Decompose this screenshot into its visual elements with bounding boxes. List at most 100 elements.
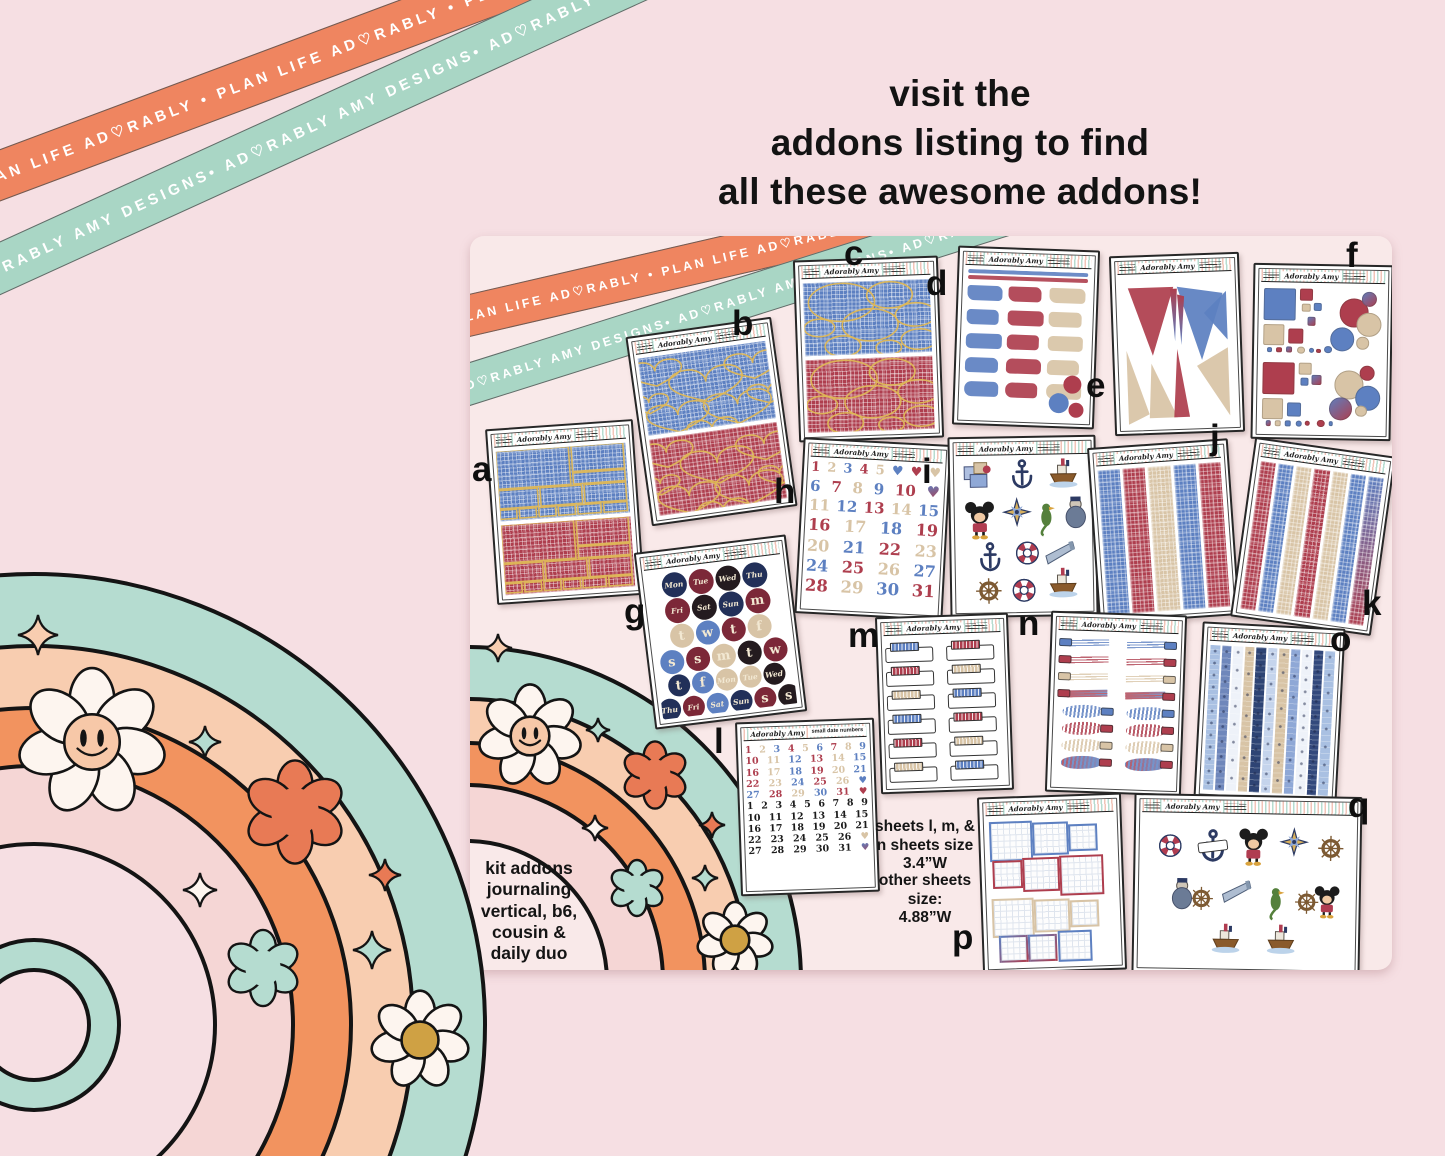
sheet-e: Adorably Amy xyxy=(1108,251,1246,437)
header-squiggle xyxy=(967,254,984,262)
sheet-header: Adorably Amy xyxy=(1261,268,1386,285)
header-squiggle xyxy=(724,548,747,557)
header-squiggle xyxy=(636,342,654,351)
header-squiggle xyxy=(495,436,513,444)
brand-script-logo: Adorably Amy xyxy=(663,549,723,566)
header-squiggle xyxy=(1177,449,1200,457)
brand-script-logo: Adorably Amy xyxy=(655,332,715,350)
sheet-content xyxy=(1119,275,1236,427)
sheet-content xyxy=(885,636,1005,785)
sheet-content xyxy=(802,278,935,434)
sheet-content xyxy=(957,457,1090,609)
header-squiggle xyxy=(1067,802,1090,810)
header-squiggle xyxy=(1119,264,1136,271)
note-kit-addons: kit addons journaling vertical, b6, cous… xyxy=(480,858,578,964)
header-squiggle xyxy=(1224,803,1247,810)
brand-script-logo: Adorably Amy xyxy=(514,430,574,444)
sheet-header: Adorably Amy xyxy=(965,251,1092,270)
sheet-label-g: g xyxy=(624,592,646,631)
header-squiggle xyxy=(892,450,916,459)
header-squiggle xyxy=(1263,447,1280,456)
sheet-b: Adorably Amy xyxy=(625,316,798,527)
sheet-label-b: b xyxy=(732,304,754,343)
brand-script-logo: Adorably Amy xyxy=(1006,802,1065,814)
sheet-label-q: q xyxy=(1348,786,1370,825)
header-squiggle xyxy=(575,430,599,439)
header-squiggle xyxy=(1292,635,1315,643)
header-squiggle xyxy=(883,265,906,273)
brand-script-logo: Adorably Amy xyxy=(986,254,1046,266)
headline-line-3: all these awesome addons! xyxy=(717,170,1203,212)
sheet-label-m: m xyxy=(848,616,880,655)
header-squiggle xyxy=(1211,630,1229,638)
headline: visit the addons listing to find all the… xyxy=(620,70,1300,216)
sheet-o: Adorably Amy xyxy=(1193,621,1346,806)
brand-script-logo: Adorably Amy xyxy=(1281,448,1341,466)
sheet-label-c: c xyxy=(844,236,864,273)
sheet-label-o: o xyxy=(1330,620,1352,659)
brand-script-logo: Adorably Amy xyxy=(1116,449,1176,463)
header-squiggle xyxy=(803,268,820,276)
sheet-content xyxy=(987,816,1118,965)
sheet-label-a: a xyxy=(472,450,492,489)
sheet-c: Adorably Amy xyxy=(792,255,945,443)
sheet-label-d: d xyxy=(926,264,948,303)
header-squiggle xyxy=(1097,455,1114,463)
sheet-label-i: i xyxy=(922,452,932,491)
header-squiggle xyxy=(1060,620,1077,627)
sheet-title: small date numbers xyxy=(809,725,866,737)
sheet-content xyxy=(1202,644,1336,797)
brand-script-logo: Adorably Amy xyxy=(748,727,807,739)
header-squiggle xyxy=(1199,261,1222,269)
sheet-content xyxy=(495,442,636,596)
sheet-header: Adorably Amy xyxy=(883,619,1001,637)
brand-script-logo: Adorably Amy xyxy=(976,443,1035,454)
sheet-j: Adorably Amy xyxy=(1086,438,1241,625)
header-squiggle xyxy=(885,625,902,633)
header-squiggle xyxy=(1144,802,1161,809)
header-squiggle xyxy=(1263,271,1280,279)
note-small-sheet-size: sheets l, m, & n sheets size 3.4”W xyxy=(875,818,975,873)
sheet-header: Adorably Amy xyxy=(1117,258,1232,276)
header-squiggle xyxy=(1047,257,1070,265)
sheet-label-p: p xyxy=(952,918,974,957)
addons-panel: PLAN LIFE AD♡RABLY • PLAN LIFE AD♡RABLY … xyxy=(470,236,1392,970)
sheet-f: Adorably Amy xyxy=(1250,262,1392,442)
sheet-header: Adorably Amy xyxy=(801,261,931,280)
sheet-q: Adorably Amy xyxy=(1131,793,1363,970)
sheet-label-e: e xyxy=(1086,366,1106,405)
header-squiggle xyxy=(1140,622,1164,630)
sheet-label-j: j xyxy=(1210,418,1220,457)
sheet-header: Adorably Amy xyxy=(955,440,1088,457)
header-squiggle xyxy=(957,445,974,453)
sheet-label-k: k xyxy=(1362,584,1382,623)
brand-script-logo: Adorably Amy xyxy=(1282,270,1341,281)
sheet-content xyxy=(1097,461,1231,616)
sheet-i: Adorably Amy xyxy=(947,434,1099,619)
sheet-content xyxy=(1141,816,1354,967)
sheet-header: Adorably Amy xyxy=(1209,627,1338,648)
sheet-header: Adorably Amy xyxy=(1142,799,1355,816)
sheet-label-f: f xyxy=(1346,236,1358,275)
headline-line-2: addons listing to find xyxy=(770,121,1150,163)
sheet-header: Adorably Amy xyxy=(1058,616,1179,635)
sheet-m: Adorably Amy xyxy=(874,612,1015,795)
sheet-content xyxy=(1260,286,1384,432)
header-squiggle xyxy=(1342,458,1366,468)
sheet-content xyxy=(637,340,788,517)
brand-script-logo: Adorably Amy xyxy=(1079,619,1139,631)
header-squiggle xyxy=(812,446,830,454)
sheet-label-l: l xyxy=(714,722,724,761)
sheet-label-n: n xyxy=(1018,604,1040,643)
brand-script-logo: Adorably Amy xyxy=(1230,630,1290,643)
sheet-d: Adorably Amy xyxy=(951,245,1101,430)
sheet-content xyxy=(961,268,1090,420)
brand-script-logo: Adorably Amy xyxy=(904,621,963,633)
header-squiggle xyxy=(1037,444,1060,451)
sheet-n: Adorably Amy xyxy=(1044,610,1188,797)
